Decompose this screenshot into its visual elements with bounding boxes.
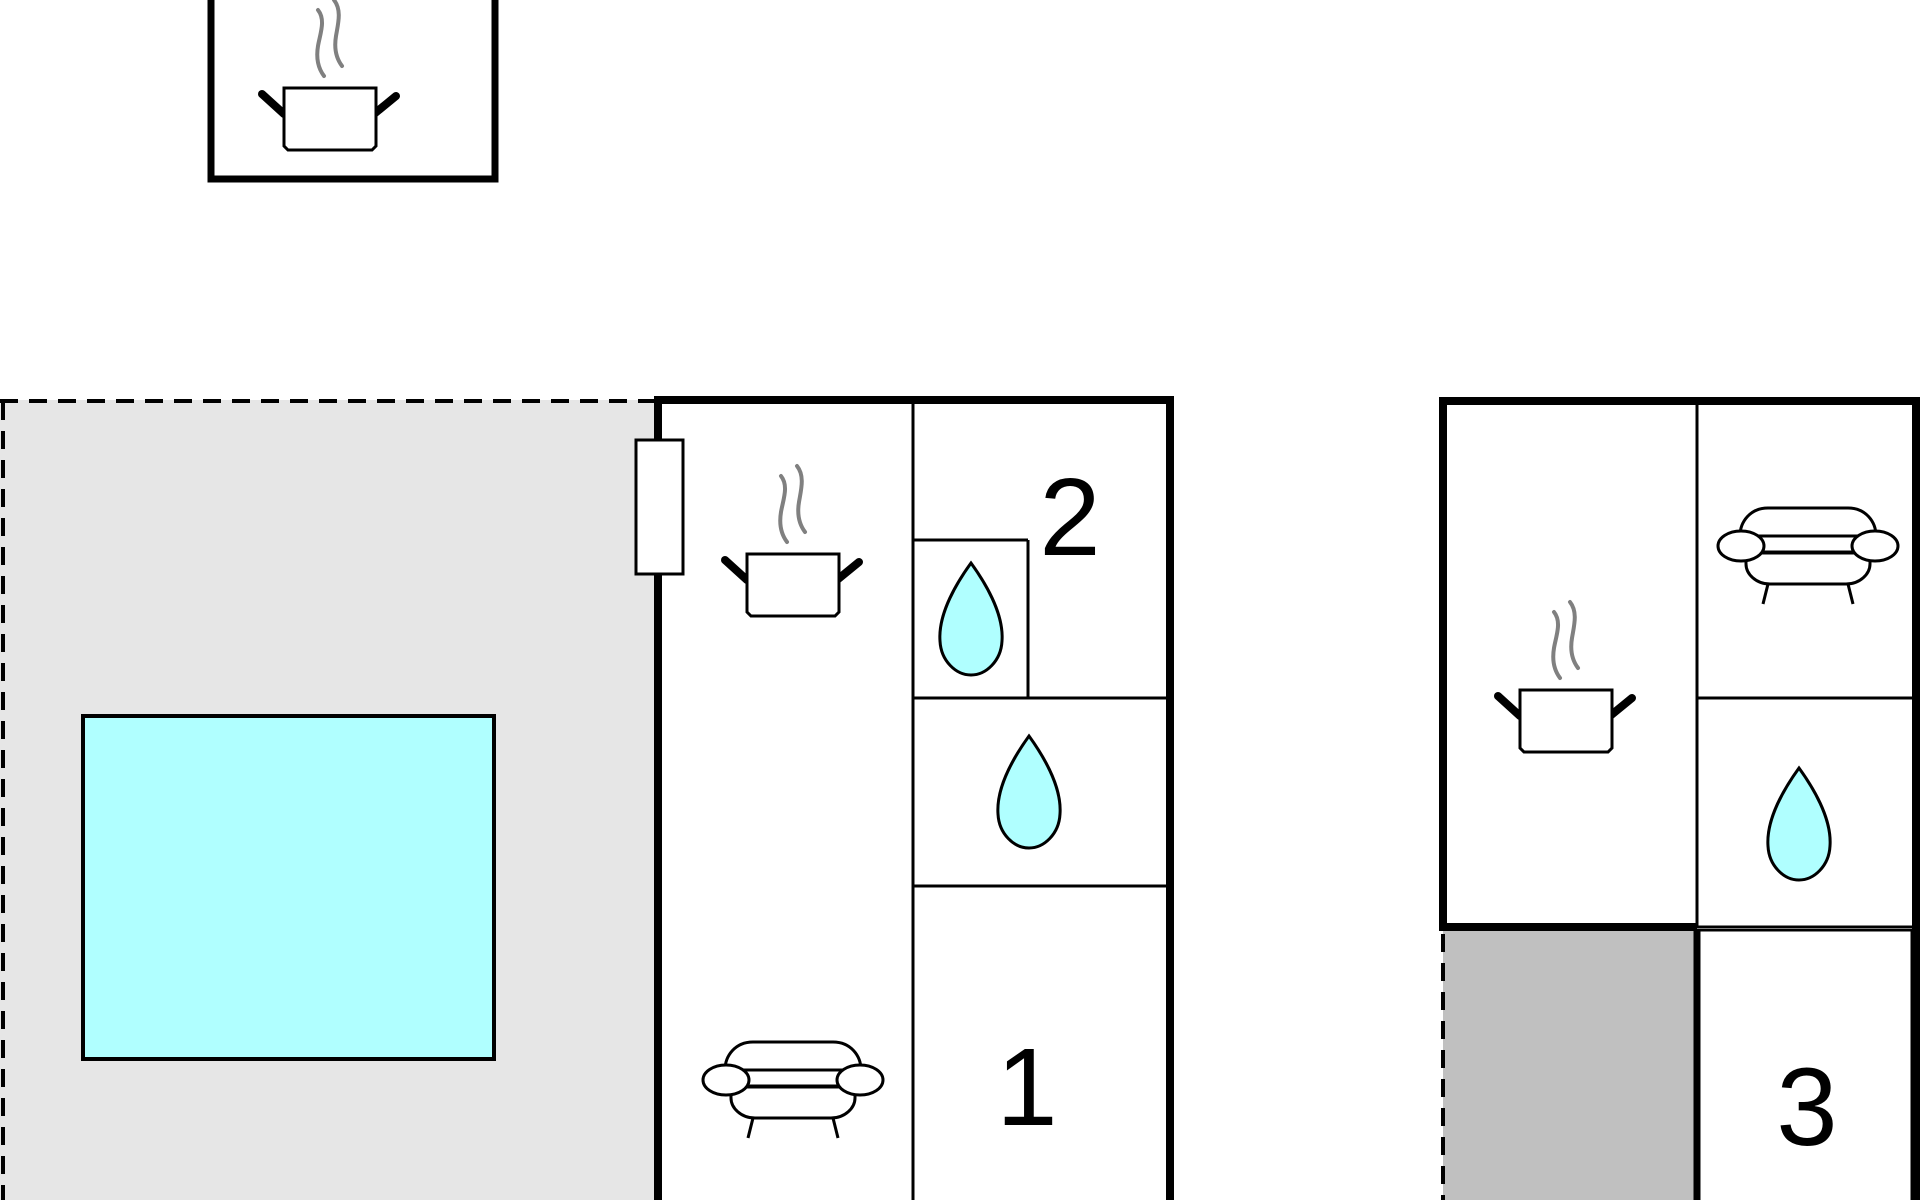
door [634,438,685,576]
bedroom-1-number: 1 [996,1026,1057,1149]
terrace [0,399,660,1200]
bedroom-2-number: 2 [1039,456,1100,579]
bedroom-3-area [1697,930,1912,1200]
main-building: 2 1 [634,396,1174,1200]
second-building-outer-wall [1439,397,1920,1200]
detached-kitchen [207,0,499,183]
swimming-pool [81,714,496,1061]
bedroom-3-number: 3 [1776,1046,1837,1169]
second-building: 3 [1439,397,1920,1200]
covered-area [1443,930,1695,1200]
second-building-interior [1443,401,1916,929]
